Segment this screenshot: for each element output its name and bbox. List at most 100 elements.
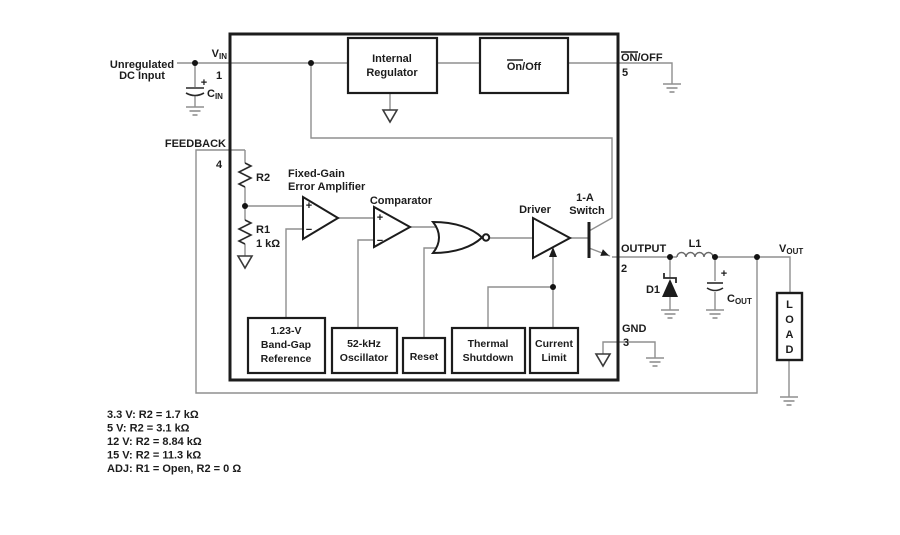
- on-off-block-label: On/Off: [507, 61, 542, 73]
- reset-block: [401, 336, 447, 375]
- internal-regulator-label1: Internal: [372, 53, 412, 65]
- cin-label: CIN: [207, 88, 223, 101]
- oscillator-block: [330, 326, 399, 375]
- open-arrow-r1: [237, 255, 253, 269]
- ground-symbol-load: [779, 396, 799, 406]
- band-gap-label2: Band-Gap: [261, 339, 311, 351]
- r1-label: R1: [256, 224, 270, 236]
- r1-value: 1 kΩ: [256, 238, 280, 250]
- d1-schottky-cathode: [663, 273, 677, 283]
- switch-label2: Switch: [569, 205, 605, 217]
- wire-oscillator-to-comparator: [357, 239, 374, 328]
- cout-capacitor-bottom-plate: [706, 287, 724, 292]
- ground-symbol-cin: [185, 106, 205, 116]
- gnd-pin-number: 3: [623, 337, 629, 349]
- load-letter-o: O: [785, 314, 794, 326]
- internal-regulator-block: [346, 36, 439, 95]
- r2-resistor: [237, 162, 253, 188]
- note-line-2: 5 V: R2 = 3.1 kΩ: [107, 423, 190, 435]
- gnd-pin-label: GND: [622, 323, 647, 335]
- cin-plus: +: [201, 77, 207, 89]
- load-letter-d: D: [786, 344, 794, 356]
- r2-label: R2: [256, 172, 270, 184]
- open-arrow-gnd-internal: [595, 353, 611, 367]
- reset-label: Reset: [410, 351, 439, 363]
- d1-schottky-diode: [662, 279, 678, 297]
- on-off-block: [478, 36, 570, 95]
- d1-label: D1: [646, 284, 660, 296]
- comparator-minus: −: [377, 235, 383, 247]
- note-line-3: 12 V: R2 = 8.84 kΩ: [107, 436, 202, 448]
- comparator-plus: +: [377, 212, 383, 224]
- junction-dot: [712, 254, 718, 260]
- comparator-label: Comparator: [370, 195, 433, 207]
- junction-dot: [667, 254, 673, 260]
- onoff-pin-number: 5: [622, 67, 628, 79]
- r1-resistor: [237, 219, 253, 245]
- ground-symbol-gnd-pin: [645, 357, 665, 367]
- vin-pin-number: 1: [216, 70, 222, 82]
- current-limit-block: [528, 326, 580, 375]
- error-amp-minus: −: [306, 224, 312, 236]
- source-label1: Unregulated: [110, 59, 174, 71]
- junction-dot: [242, 203, 248, 209]
- band-gap-reference-block: [246, 316, 327, 375]
- current-limit-label2: Limit: [541, 352, 567, 364]
- output-pin-label: OUTPUT: [621, 243, 667, 255]
- driver: [532, 216, 573, 260]
- junction-dot: [550, 284, 556, 290]
- driver-input-arrow: [549, 247, 557, 257]
- current-limit-label1: Current: [535, 338, 573, 350]
- vin-pin-label: VIN: [212, 48, 228, 61]
- feedback-pin-label: FEEDBACK: [165, 138, 226, 150]
- oscillator-label2: Oscillator: [340, 352, 388, 364]
- band-gap-label1: 1.23-V: [271, 325, 302, 337]
- thermal-shutdown-block: [450, 326, 527, 375]
- switch-label1: 1-A: [576, 192, 594, 204]
- source-label2: DC Input: [119, 70, 165, 82]
- ground-symbol-onoff: [662, 83, 682, 93]
- cout-label: COUT: [727, 293, 752, 306]
- internal-regulator-label2: Regulator: [366, 67, 418, 79]
- ground-symbol-d1: [660, 309, 680, 319]
- error-amp-plus: +: [306, 200, 312, 212]
- wire-protection-to-driver: [487, 250, 554, 328]
- junction-dot: [308, 60, 314, 66]
- wire-collector-branch: [310, 63, 613, 232]
- vout-label: VOUT: [779, 243, 803, 256]
- open-arrow-internal-regulator: [382, 109, 398, 123]
- nor-gate-bubble: [481, 233, 491, 242]
- note-line-4: 15 V: R2 = 11.3 kΩ: [107, 450, 201, 462]
- oscillator-label1: 52-kHz: [347, 338, 381, 350]
- wire-reset-to-nor: [423, 247, 436, 338]
- note-line-1: 3.3 V: R2 = 1.7 kΩ: [107, 409, 199, 421]
- error-amp-label1: Fixed-Gain: [288, 168, 345, 180]
- switch-emitter-arrow: [600, 249, 609, 256]
- wire-gnd-pin: [602, 341, 656, 358]
- driver-label: Driver: [519, 204, 552, 216]
- comparator: [373, 205, 413, 249]
- l1-label: L1: [689, 238, 702, 250]
- wire-bandgap-to-amp: [285, 228, 303, 318]
- junction-dot: [192, 60, 198, 66]
- nor-gate: [430, 220, 484, 255]
- load-letter-l: L: [786, 299, 793, 311]
- ground-symbol-cout: [705, 309, 725, 319]
- output-pin-number: 2: [621, 263, 627, 275]
- error-amp-label2: Error Amplifier: [288, 181, 366, 193]
- cin-capacitor-bottom-plate: [185, 92, 205, 97]
- l1-inductor: [676, 251, 714, 258]
- note-line-5: ADJ: R1 = Open, R2 = 0 Ω: [107, 463, 241, 475]
- load-box: [775, 291, 804, 362]
- error-amplifier: [302, 195, 340, 241]
- thermal-label2: Shutdown: [463, 352, 514, 364]
- onoff-pin-label: ON/OFF: [621, 52, 663, 64]
- wire-feedback-loop: [195, 149, 758, 394]
- thermal-label1: Thermal: [468, 338, 509, 350]
- load-letter-a: A: [786, 329, 794, 341]
- ic-boundary: [228, 32, 620, 382]
- wire-output-line: [612, 256, 791, 293]
- feedback-pin-number: 4: [216, 159, 223, 171]
